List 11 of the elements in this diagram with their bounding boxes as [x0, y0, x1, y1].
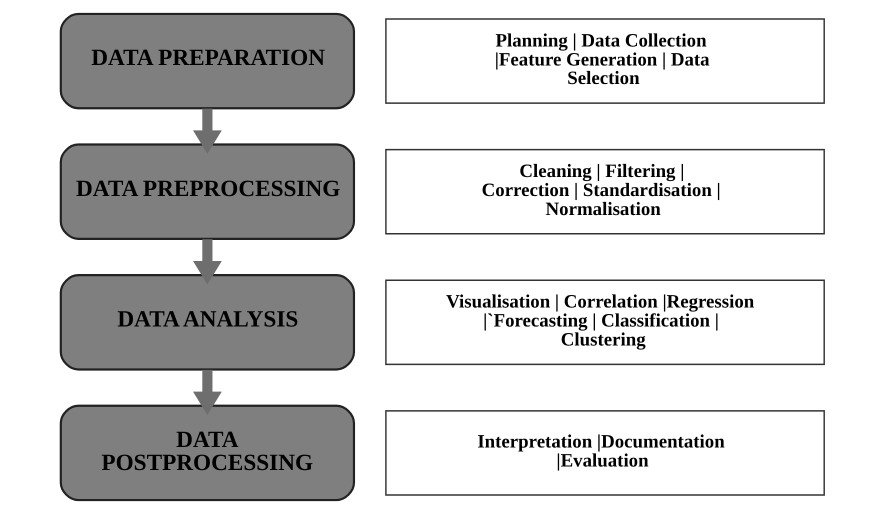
arrow: [192, 370, 222, 416]
node-box: DATA PREPROCESSING: [59, 143, 355, 240]
node-box: Planning | Data Collection |Feature Generation | Data Selection: [384, 18, 824, 104]
node-box: Visualisation | Correlation |Regression |`Forecasting | Classification | Clustering: [384, 280, 824, 366]
node-box: Interpretation |Documentation |Evaluation: [384, 410, 824, 496]
node-box: DATA POSTPROCESSING: [59, 404, 355, 502]
node-box: DATA PREPARATION: [59, 12, 355, 110]
node-box: DATA ANALYSIS: [59, 274, 355, 371]
arrow: [192, 239, 222, 285]
arrow: [192, 108, 222, 154]
node-box: Cleaning | Filtering | Correction | Standardisation | Normalisation: [384, 148, 824, 234]
